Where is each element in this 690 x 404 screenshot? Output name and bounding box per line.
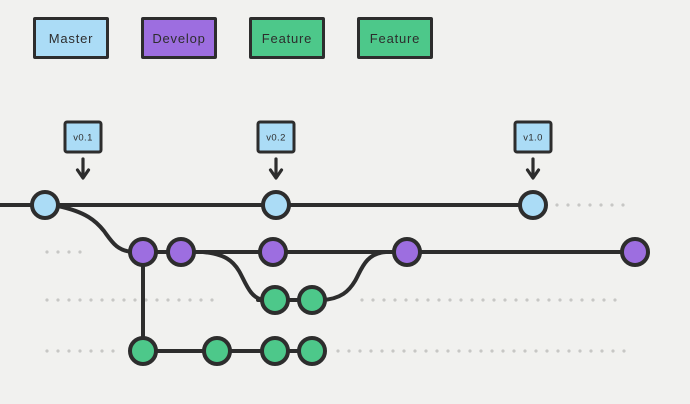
feature-1-commit: [297, 285, 327, 315]
legend-develop: Develop: [141, 17, 217, 59]
tag-arrow-icon-v0.2: [268, 157, 284, 180]
tag-label-v1.0: v1.0: [523, 133, 543, 144]
legend-master-label: Master: [48, 30, 94, 46]
tag-arrow-icon-v0.1: [75, 157, 91, 180]
merge-feature-1-to-develop: [320, 250, 388, 302]
feature-2-commit: [297, 336, 327, 366]
branch-legend: Master Develop Feature Feature: [33, 17, 433, 59]
tag-label-v0.1: v0.1: [73, 133, 93, 144]
feature-2-commit: [128, 336, 158, 366]
legend-feature-2: Feature: [357, 17, 433, 59]
feature-2-commit: [202, 336, 232, 366]
master-commit: [30, 190, 60, 220]
develop-commit: [392, 237, 422, 267]
master-commit: [518, 190, 548, 220]
master-commit: [261, 190, 291, 220]
develop-commit: [166, 237, 196, 267]
tag-label-v0.2: v0.2: [266, 133, 286, 144]
branch-develop-to-feature-1: [201, 250, 266, 302]
legend-feature-1: Feature: [249, 17, 325, 59]
legend-develop-label: Develop: [152, 30, 206, 46]
develop-commit: [620, 237, 650, 267]
legend-feature-1-label: Feature: [261, 30, 313, 46]
tag-box-v0.2: [256, 120, 296, 154]
develop-commit: [258, 237, 288, 267]
legend-feature-2-label: Feature: [369, 30, 421, 46]
branch-master-to-develop: [56, 204, 135, 254]
tag-arrow-icon-v1.0: [525, 157, 541, 180]
feature-2-commit: [260, 336, 290, 366]
develop-commit: [128, 237, 158, 267]
tag-box-v0.1: [63, 120, 103, 154]
feature-1-commit: [260, 285, 290, 315]
legend-master: Master: [33, 17, 109, 59]
tag-box-v1.0: [513, 120, 553, 154]
